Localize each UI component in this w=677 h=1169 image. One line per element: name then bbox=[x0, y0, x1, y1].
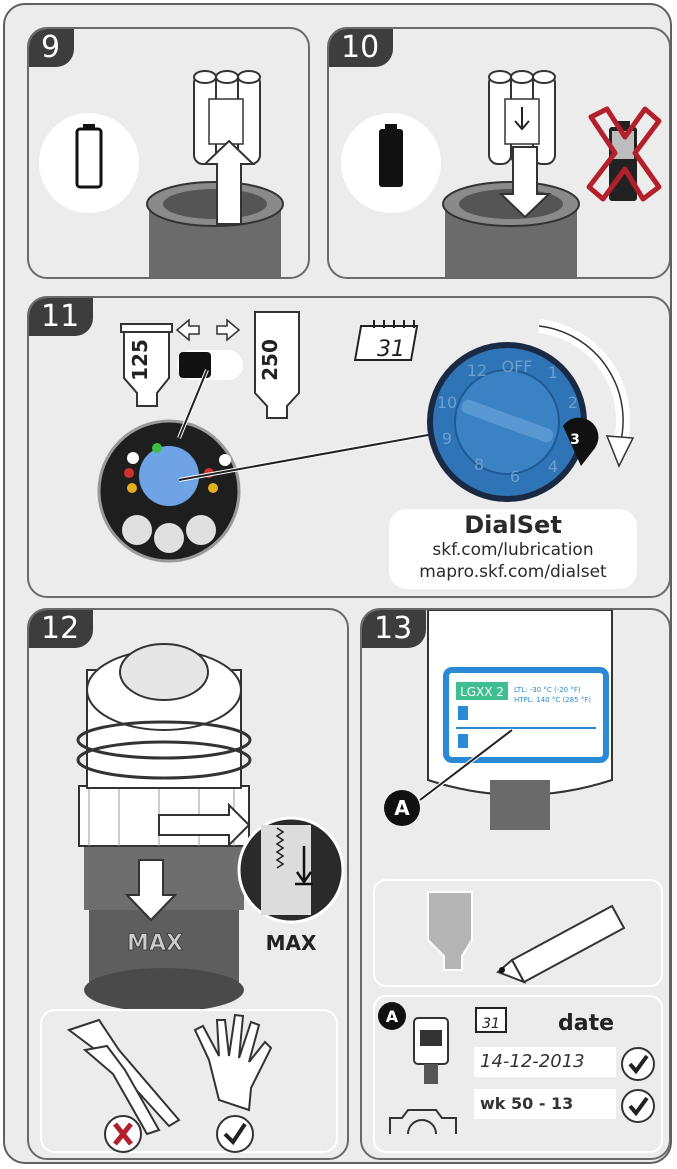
step-11-panel: 125 250 bbox=[27, 296, 671, 598]
calendar-icon: 31 bbox=[355, 320, 417, 362]
step-10-illustration bbox=[329, 29, 671, 279]
check-icon-week bbox=[622, 1090, 654, 1122]
dial-mark: OFF bbox=[502, 357, 533, 376]
full-battery-icon bbox=[379, 129, 403, 187]
max-label-inset: MAX bbox=[266, 931, 317, 955]
step-number: 12 bbox=[29, 610, 93, 648]
dial-selected-value: 3 bbox=[570, 432, 580, 448]
allowed-check-icon bbox=[217, 1116, 253, 1152]
step-12-panel: MAX MAX bbox=[27, 608, 349, 1160]
size-125-label: 125 bbox=[128, 339, 152, 381]
dial-mark: 10 bbox=[437, 393, 457, 412]
dialset-url-lubrication: skf.com/lubrication bbox=[389, 539, 637, 561]
size-250-label: 250 bbox=[258, 339, 282, 381]
dial-mark: 9 bbox=[442, 429, 452, 448]
step-number: 9 bbox=[29, 29, 74, 67]
dial-mark: 2 bbox=[568, 393, 578, 412]
step-12-illustration: MAX MAX bbox=[29, 610, 349, 1160]
step-9-panel: 9 bbox=[27, 27, 310, 279]
dial-mark: 1 bbox=[548, 363, 558, 382]
switch-arrows-icon bbox=[177, 320, 239, 340]
mini-calendar-icon: 31 bbox=[476, 1008, 506, 1032]
step-10-panel: 10 bbox=[327, 27, 671, 279]
step-number: 11 bbox=[29, 298, 93, 336]
step-number: 10 bbox=[329, 29, 393, 67]
not-allowed-cross-icon bbox=[105, 1116, 141, 1152]
callout-a-small: A bbox=[386, 1007, 399, 1026]
label-ltl: LTL: -30 °C (-20 °F) bbox=[514, 686, 581, 694]
step-13-illustration: LGXX 2 LTL: -30 °C (-20 °F) HTPL: 140 °C… bbox=[362, 610, 671, 1160]
dial: 12 OFF 1 2 10 9 8 6 4 3 bbox=[427, 326, 633, 502]
dialset-title: DialSet bbox=[389, 511, 637, 539]
calendar-day: 31 bbox=[377, 337, 405, 362]
cartridge-250-icon: 250 bbox=[255, 312, 299, 418]
check-icon-date bbox=[622, 1048, 654, 1080]
instruction-sheet: 9 bbox=[3, 3, 672, 1164]
dial-mark: 6 bbox=[510, 467, 520, 486]
max-inset: MAX bbox=[239, 818, 343, 955]
grease-label: LGXX 2 bbox=[460, 685, 504, 699]
control-face bbox=[99, 421, 239, 561]
max-label-body: MAX bbox=[127, 931, 183, 956]
date-example-field: 14-12-2013 bbox=[474, 1047, 616, 1077]
step-9-illustration bbox=[29, 29, 310, 279]
dial-mark: 4 bbox=[548, 457, 558, 476]
week-example-field: wk 50 - 13 bbox=[474, 1089, 616, 1119]
step-number: 13 bbox=[362, 610, 426, 648]
mixed-battery-crossed-icon bbox=[589, 109, 659, 201]
date-heading: date bbox=[558, 1011, 614, 1036]
dialset-info-box: DialSet skf.com/lubrication mapro.skf.co… bbox=[389, 509, 637, 589]
dial-mark: 12 bbox=[467, 361, 487, 380]
step-13-panel: LGXX 2 LTL: -30 °C (-20 °F) HTPL: 140 °C… bbox=[360, 608, 671, 1160]
calendar-day-small: 31 bbox=[482, 1016, 500, 1032]
dialset-url-mapro: mapro.skf.com/dialset bbox=[389, 561, 637, 583]
lubricator-cartridge: LGXX 2 LTL: -30 °C (-20 °F) HTPL: 140 °C… bbox=[428, 610, 612, 830]
label-htpl: HTPL: 140 °C (285 °F) bbox=[514, 696, 591, 704]
lubricator-body bbox=[78, 644, 250, 1012]
dial-mark: 8 bbox=[474, 455, 484, 474]
cartridge-125-icon: 125 bbox=[121, 324, 172, 406]
callout-a-label: A bbox=[394, 796, 410, 820]
